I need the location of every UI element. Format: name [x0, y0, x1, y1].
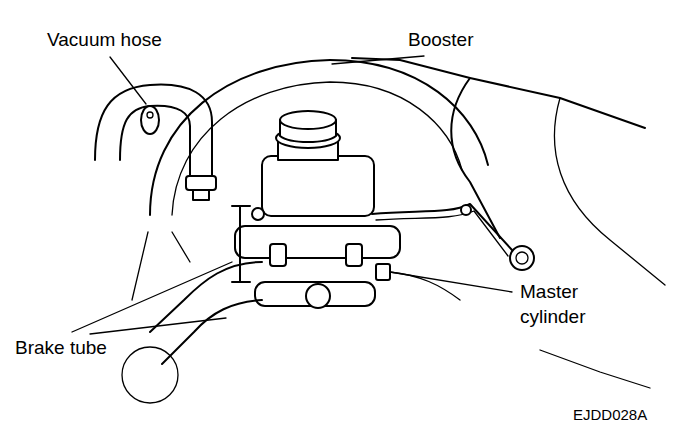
- tube-nut: [376, 264, 390, 280]
- outlet-port: [270, 244, 286, 266]
- leader-line: [90, 318, 226, 334]
- grommet: [510, 246, 534, 270]
- hose-fitting: [193, 190, 209, 200]
- part-label: Brake tube: [13, 336, 109, 361]
- leader-line: [110, 57, 146, 104]
- brake-tube: [162, 300, 262, 364]
- brake-tube: [390, 272, 460, 300]
- mounting-nut: [252, 208, 264, 220]
- leader-line: [72, 262, 232, 332]
- leader-line: [390, 272, 512, 292]
- booster-rim: [172, 82, 462, 215]
- figure-code: EJDD028A: [571, 405, 649, 425]
- master-cylinder-body: [235, 226, 400, 258]
- leader-line: [332, 56, 424, 64]
- firewall-edge: [132, 232, 190, 300]
- clip: [461, 205, 471, 215]
- hose-clamp: [186, 176, 216, 190]
- booster-shell: [150, 60, 488, 215]
- part-label: Vacuum hose: [45, 28, 164, 53]
- vacuum-hose: [95, 85, 212, 180]
- valve-fitting: [306, 284, 330, 308]
- part-label: Master cylinder: [518, 280, 587, 329]
- body-panel: [540, 350, 650, 388]
- reservoir: [262, 156, 374, 216]
- mounting-flange: [232, 206, 250, 282]
- body-panel: [352, 58, 645, 128]
- check-valve: [141, 106, 159, 134]
- grommet: [516, 252, 528, 264]
- reservoir-cap: [280, 111, 336, 129]
- part-label: Booster: [406, 28, 475, 53]
- outlet-port: [346, 244, 362, 266]
- vacuum-hose: [120, 106, 190, 180]
- body-panel: [554, 98, 665, 285]
- lower-component: [122, 347, 178, 403]
- check-valve-port: [147, 112, 153, 118]
